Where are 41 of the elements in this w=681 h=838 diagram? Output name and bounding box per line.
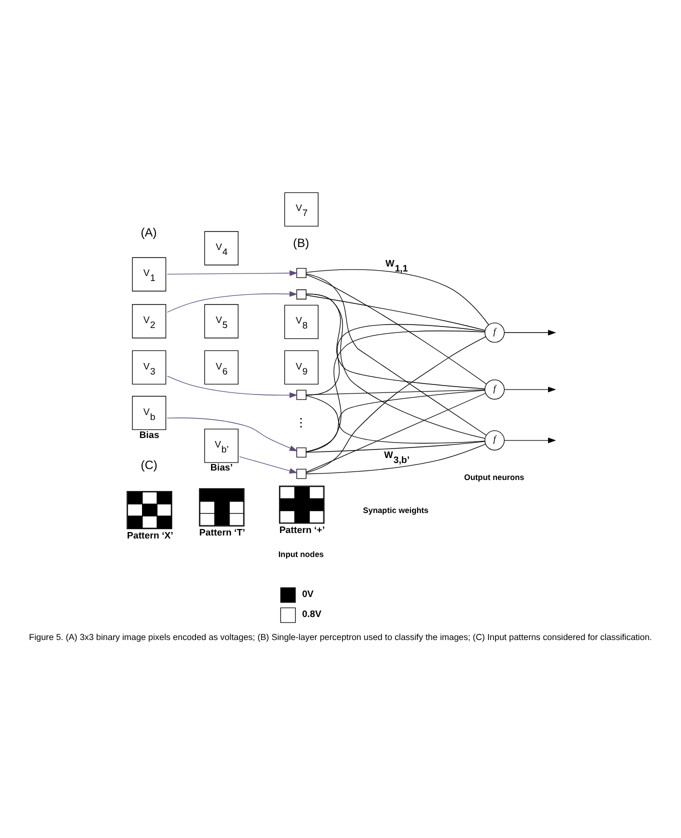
caption: Figure 5. (A) 3x3 binary image pixels encoded as voltages; (B) Single-layer perceptron used to classify the images; (C) Input patterns considered for classification. xyxy=(29,632,652,642)
arrow xyxy=(166,418,298,452)
node-box xyxy=(296,447,306,458)
connector xyxy=(306,294,486,331)
connector xyxy=(306,441,486,453)
arrow xyxy=(167,270,298,276)
connector xyxy=(306,444,486,474)
node-box xyxy=(296,390,306,400)
legend-label: 0.8V xyxy=(302,609,322,619)
connector xyxy=(306,269,489,326)
label: ⋮ xyxy=(295,416,308,430)
node-label: Pattern ‘+’ xyxy=(279,524,325,535)
connector xyxy=(306,330,486,452)
arrow xyxy=(504,386,556,392)
connector xyxy=(306,389,486,396)
connector xyxy=(306,392,486,472)
arrow xyxy=(166,291,298,313)
node-label: Pattern ‘T’ xyxy=(199,528,246,538)
node-label: Pattern ‘X’ xyxy=(126,530,174,540)
node-circle: f xyxy=(484,322,505,343)
label: (A) xyxy=(140,225,157,240)
node-box xyxy=(296,268,306,278)
connector xyxy=(306,274,487,384)
connector xyxy=(306,390,486,452)
arrow xyxy=(504,438,556,444)
arrow xyxy=(239,456,298,474)
label: (B) xyxy=(293,236,310,250)
node-label: Bias xyxy=(139,430,160,440)
connector xyxy=(306,395,486,444)
connector xyxy=(306,294,486,390)
connector xyxy=(306,336,486,474)
label: (C) xyxy=(140,458,158,472)
legend-label: 0V xyxy=(302,588,314,599)
arrow xyxy=(166,376,298,398)
node-circle: f xyxy=(484,380,505,400)
connector xyxy=(306,324,486,396)
node-label: Bias’ xyxy=(210,462,233,473)
node-box xyxy=(296,468,306,479)
node-circle: f xyxy=(484,430,505,450)
node-box xyxy=(296,289,306,300)
arrow xyxy=(504,330,556,336)
